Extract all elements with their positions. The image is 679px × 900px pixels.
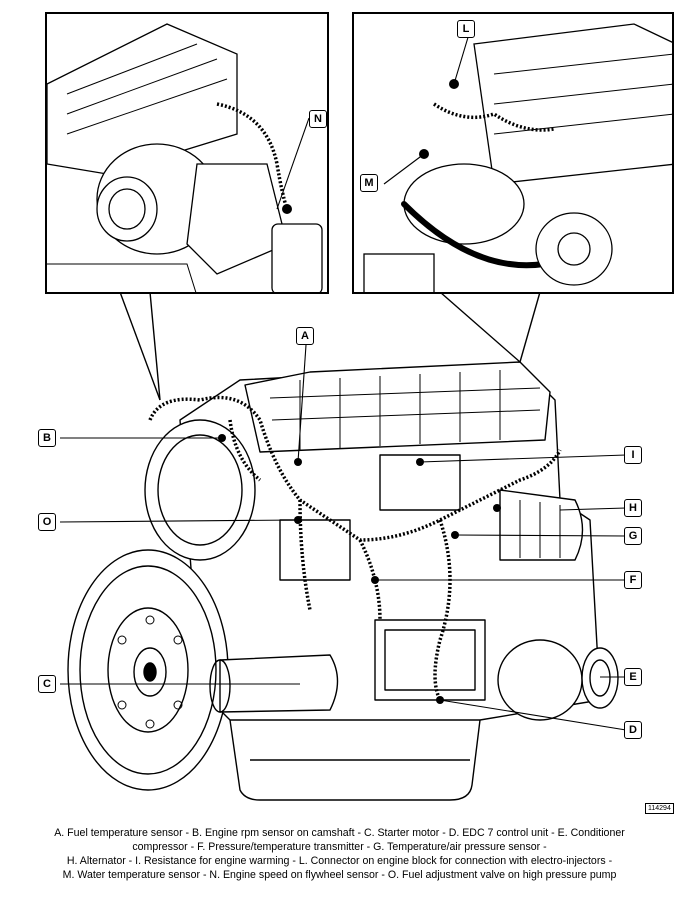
callout-N: N: [309, 110, 327, 128]
callout-A: A: [296, 327, 314, 345]
callout-D: D: [624, 721, 642, 739]
leader-H: [559, 507, 627, 511]
caption-line-1: A. Fuel temperature sensor - B. Engine r…: [54, 827, 625, 839]
callout-L: L: [457, 20, 475, 38]
inset-right-leader-1: [439, 291, 521, 363]
inset-left-detail: N: [45, 12, 329, 294]
callout-E: E: [624, 668, 642, 686]
leader-O: [59, 519, 299, 523]
caption-line-2: compressor - F. Pressure/temperature tra…: [132, 841, 547, 853]
inset-left-leader-2: [149, 291, 161, 401]
caption-line-4: M. Water temperature sensor - N. Engine …: [62, 869, 617, 881]
leader-D: [439, 699, 627, 731]
inset-left-leader-1: [119, 291, 161, 401]
callout-I: I: [624, 446, 642, 464]
inset-right-illustration: [363, 23, 672, 292]
fuel-pump: [279, 519, 351, 581]
inset-right-leader-2: [519, 291, 541, 363]
inset-right-detail: L M: [352, 12, 674, 294]
wiring-harness: [148, 395, 562, 701]
figure-caption: A. Fuel temperature sensor - B. Engine r…: [10, 826, 669, 882]
figure-number: 114294: [645, 803, 674, 814]
leader-G: [454, 534, 627, 537]
rocker-cover: [244, 361, 551, 453]
alternator: [499, 489, 584, 561]
timing-cover: [144, 419, 256, 561]
edc-unit: [374, 619, 486, 701]
engine-illustration: [59, 291, 627, 801]
leader-A: [297, 344, 307, 463]
callout-G: G: [624, 527, 642, 545]
ac-compressor: [497, 639, 583, 721]
leader-I: [419, 454, 627, 463]
caption-line-3: H. Alternator - I. Resistance for engine…: [66, 855, 613, 867]
callout-B: B: [38, 429, 56, 447]
callout-H: H: [624, 499, 642, 517]
callout-O: O: [38, 513, 56, 531]
callout-M: M: [360, 174, 378, 192]
callout-F: F: [624, 571, 642, 589]
callout-C: C: [38, 675, 56, 693]
inset-left-illustration: [47, 23, 323, 292]
